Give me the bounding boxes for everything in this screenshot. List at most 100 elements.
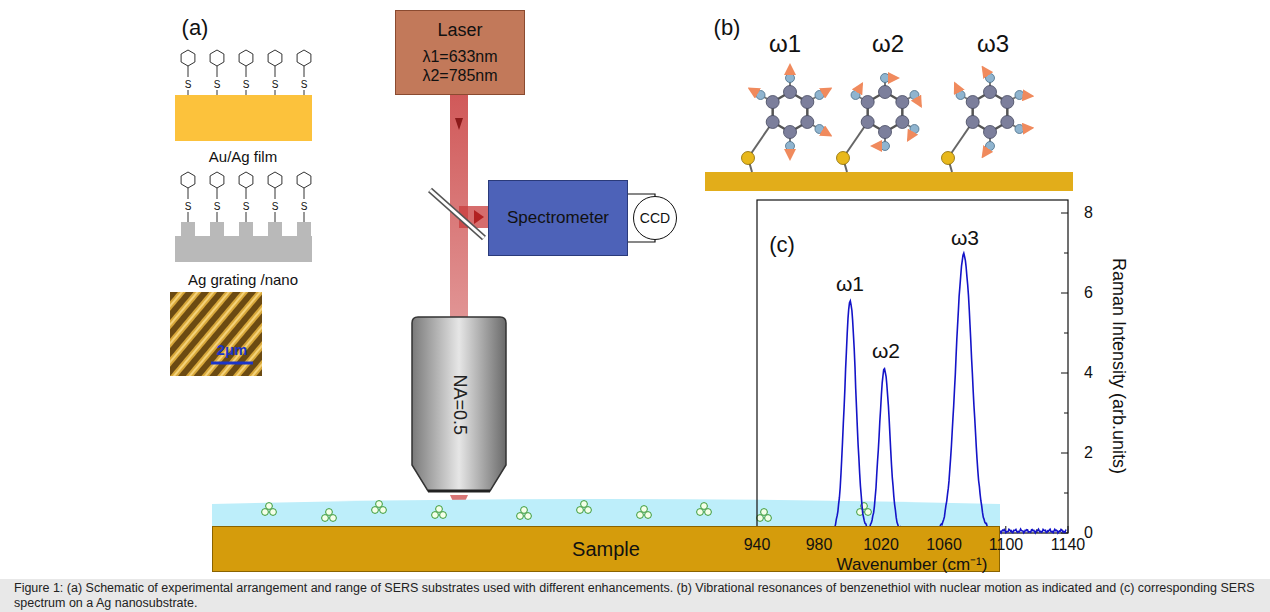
sulfur-label: S (243, 201, 250, 212)
bond (246, 90, 247, 95)
node-title: Spectrometer (507, 208, 609, 228)
bond (304, 90, 305, 95)
objective-lens: NA=0.5 (410, 315, 508, 495)
objective-tip (428, 490, 490, 493)
y-tick (1061, 293, 1068, 294)
grating-ridge (181, 222, 195, 237)
mode-label: ω1 (769, 31, 801, 57)
sulfur-label: S (301, 201, 308, 212)
hydrogen-atom (956, 91, 965, 100)
au-ag-film (175, 95, 312, 141)
sulfur-atom (837, 152, 850, 165)
carbon-atom (879, 126, 892, 139)
molecule-dot (262, 509, 269, 516)
molecule-dot (757, 515, 764, 522)
y-tick-label: 6 (1084, 284, 1093, 302)
node-title: Laser (437, 20, 482, 42)
molecule-dot (701, 503, 708, 510)
grating-ridge (210, 222, 224, 237)
y-tick (1064, 253, 1068, 254)
peak-label: ω3 (951, 226, 979, 249)
beam-arrow (455, 118, 463, 130)
sulfur-label: S (272, 201, 279, 212)
hydrogen-atom (910, 125, 919, 134)
motion-arrow (908, 132, 913, 140)
beam-splitter (430, 190, 484, 238)
carbon-atom (801, 116, 814, 129)
motion-arrow (983, 149, 988, 156)
carbon-atom (861, 96, 874, 109)
bond (304, 212, 305, 222)
bond (275, 90, 276, 95)
carbon-atom (896, 96, 909, 109)
bond (246, 212, 247, 222)
bond (188, 66, 189, 77)
adsorbed-molecules (181, 50, 311, 237)
caption-band (0, 579, 1270, 612)
bond (217, 90, 218, 95)
molecule-dot (697, 509, 704, 516)
molecule-dot (380, 507, 387, 514)
carbon-atom (861, 116, 874, 129)
y-tick-label: 0 (1084, 524, 1093, 542)
metal-surface (705, 172, 1073, 191)
sulfur-atom (942, 152, 955, 165)
x-tick (1068, 526, 1069, 533)
benzene-ring (239, 50, 253, 66)
sulfur-label: S (243, 79, 250, 90)
hydrogen-atom (881, 74, 890, 83)
hydrogen-atom (881, 142, 890, 151)
hydrogen-atom (786, 142, 795, 151)
molecule-dot (581, 501, 588, 508)
x-tick-label: 1060 (926, 536, 962, 554)
sulfur-label: S (214, 201, 221, 212)
figure-caption: Figure 1: (a) Schematic of experimental … (14, 581, 1259, 610)
benzene-ring (297, 172, 311, 188)
molecule-dot (641, 506, 648, 513)
bond (217, 188, 218, 199)
motion-arrow (789, 65, 791, 74)
carbon-atom (879, 86, 892, 99)
node-title: NA=0.5 (448, 375, 470, 436)
scale-label: 2μm (217, 342, 248, 359)
y-tick (1061, 453, 1068, 454)
molecule-dot (577, 507, 584, 514)
objective-body (412, 317, 506, 491)
carbon-atom (801, 96, 814, 109)
x-tick-label: 940 (744, 536, 771, 554)
raman-spectrum (759, 253, 1067, 533)
motion-arrow (823, 131, 831, 136)
laser-box: Laserλ1=633nm λ2=785nm (395, 10, 525, 95)
motion-arrow (789, 150, 791, 159)
benzene-ring (210, 50, 224, 66)
benzene-ring (268, 172, 282, 188)
sulfur-label: S (272, 79, 279, 90)
benzenethiol-models (742, 65, 1033, 172)
node-title: CCD (640, 210, 670, 227)
hydrogen-atom (1015, 125, 1024, 134)
bond (246, 66, 247, 77)
molecule-dot (521, 507, 528, 514)
grating-ridge (268, 222, 282, 237)
molecule-dot (761, 509, 768, 516)
x-tick-label: 1020 (863, 536, 899, 554)
grating-ridge (239, 222, 253, 237)
molecule-dot (436, 506, 443, 513)
bond (188, 212, 189, 222)
benzene-ring (268, 50, 282, 66)
molecule-dot (432, 512, 439, 519)
carbon-atom (1001, 116, 1014, 129)
hydrogen-atom (756, 91, 765, 100)
molecule-dot (645, 512, 652, 519)
motion-arrow (916, 98, 921, 106)
carbon-atom (766, 116, 779, 129)
molecule-dot (705, 509, 712, 516)
bond (188, 90, 189, 95)
carbon-atom (896, 116, 909, 129)
hydrogen-atom (786, 74, 795, 83)
motion-arrow (823, 89, 831, 94)
bond (188, 188, 189, 199)
